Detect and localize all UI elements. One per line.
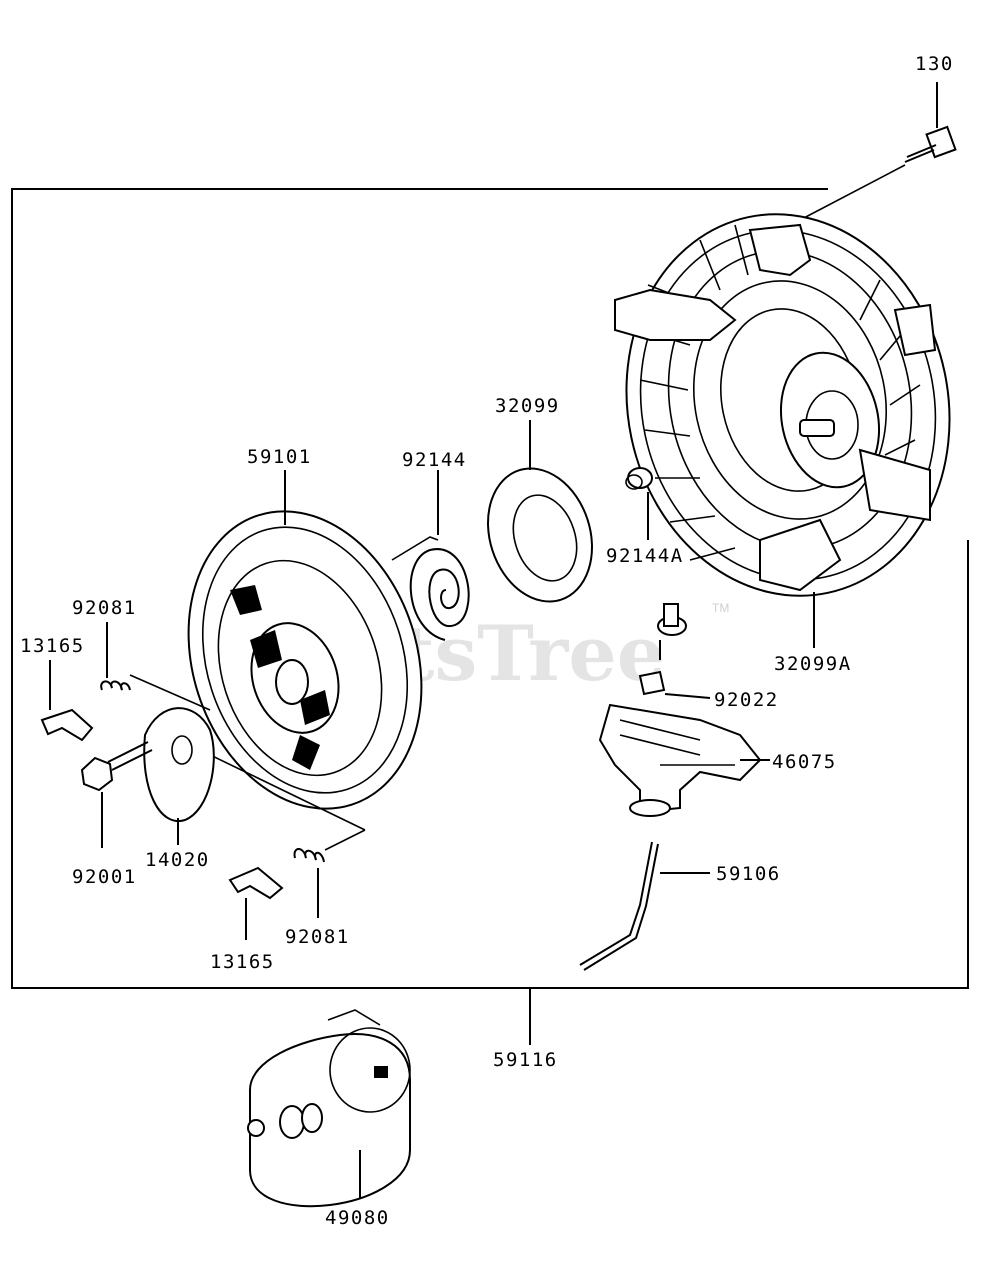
ratchet-13165-upper[interactable] — [40, 660, 94, 742]
label-32099[interactable]: 32099 — [495, 395, 560, 417]
rope-stopper-92022[interactable] — [638, 603, 711, 699]
assembly-frame — [11, 188, 969, 989]
watermark-tm: TM — [712, 601, 729, 615]
bolt-92001[interactable] — [80, 741, 153, 848]
rope-59106[interactable] — [579, 841, 710, 971]
handle-46075[interactable] — [598, 703, 770, 817]
spring-92081-lower[interactable] — [293, 848, 325, 918]
label-92081-upper[interactable]: 92081 — [72, 597, 137, 619]
label-49080[interactable]: 49080 — [325, 1207, 390, 1229]
label-59101[interactable]: 59101 — [247, 446, 312, 468]
bolt-130[interactable] — [799, 82, 957, 221]
label-92022[interactable]: 92022 — [714, 689, 779, 711]
spring-92144A[interactable] — [625, 467, 653, 540]
label-13165-upper[interactable]: 13165 — [20, 635, 85, 657]
label-92144A[interactable]: 92144A — [606, 545, 684, 567]
label-46075[interactable]: 46075 — [772, 751, 837, 773]
label-92144[interactable]: 92144 — [402, 449, 467, 471]
reel-59101[interactable] — [129, 470, 458, 851]
label-130[interactable]: 130 — [915, 53, 954, 75]
label-92081-lower[interactable]: 92081 — [285, 926, 350, 948]
pawl-14020[interactable] — [143, 707, 215, 845]
label-59116[interactable]: 59116 — [493, 1049, 558, 1071]
label-92001[interactable]: 92001 — [72, 866, 137, 888]
label-32099A[interactable]: 32099A — [774, 653, 852, 675]
spring-cover-32099[interactable] — [471, 420, 608, 615]
label-13165-lower[interactable]: 13165 — [210, 951, 275, 973]
recoil-housing-32099A[interactable] — [592, 184, 985, 648]
starter-pulley-49080[interactable] — [247, 1009, 411, 1208]
ratchet-13165-lower[interactable] — [228, 866, 284, 940]
label-59106[interactable]: 59106 — [716, 863, 781, 885]
spiral-spring-92144[interactable] — [391, 470, 470, 641]
label-14020[interactable]: 14020 — [145, 849, 210, 871]
part-labels: 130 59101 92144 32099 92144A 32099A 9208… — [20, 53, 954, 1229]
spring-92081-upper[interactable] — [100, 622, 131, 691]
